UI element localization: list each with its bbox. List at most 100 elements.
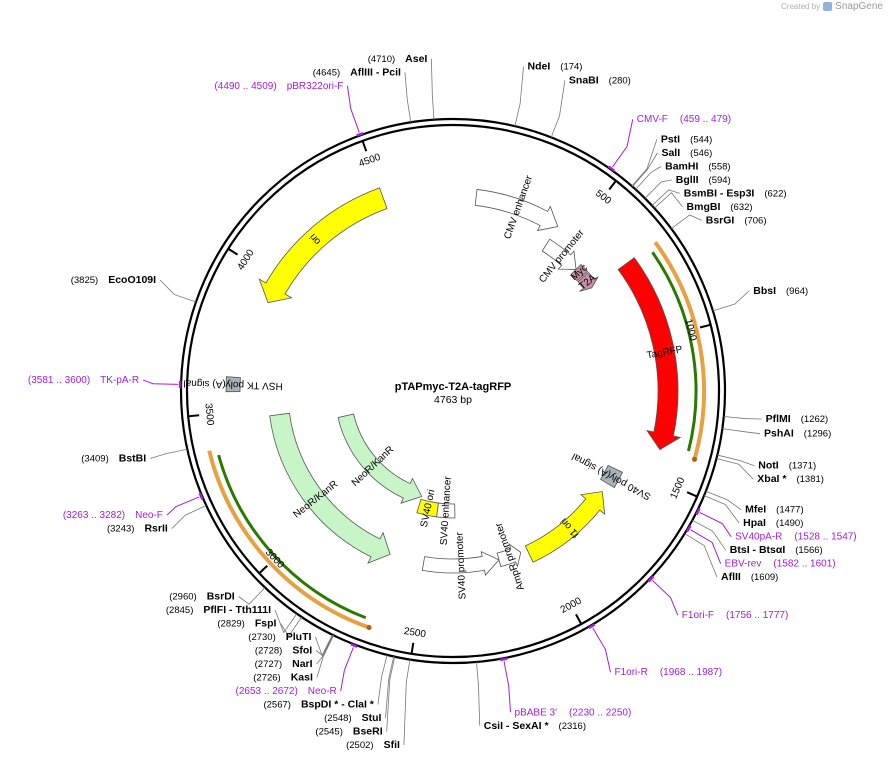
feature-sv40-promoter[interactable]: [421, 550, 500, 576]
site-label-fspi[interactable]: (2829)FspI: [217, 618, 276, 630]
primer-label-pbr322ori-f[interactable]: (4490 .. 4509)pBR322ori-F: [214, 81, 343, 92]
primer-label-ebv-rev[interactable]: EBV-rev(1582 .. 1601): [725, 559, 836, 570]
site-name: PflMI: [766, 413, 791, 425]
site-name: AflIII - PciI: [350, 66, 401, 78]
site-label-psti[interactable]: PstI(544): [661, 133, 712, 145]
site-label-csii[interactable]: CsiI - SexAI *(2316): [484, 720, 586, 732]
primer-site-cmv-f[interactable]: [607, 165, 615, 172]
site-label-noti[interactable]: NotI(1371): [758, 460, 816, 472]
site-label-afliii[interactable]: (4645)AflIII - PciI: [313, 66, 401, 78]
site-label-bsrdi[interactable]: (2960)BsrDI: [169, 591, 235, 603]
site-label-btsi[interactable]: BtsI - BtsαI(1566): [730, 544, 823, 556]
feature-f1-ori[interactable]: [524, 491, 606, 563]
site-label-xbai[interactable]: XbaI *(1381): [757, 473, 824, 485]
feature-sv40-ori[interactable]: [416, 498, 439, 518]
site-label-ndei[interactable]: NdeI(174): [528, 61, 583, 73]
feature-label-hsv-tk-poly-a-signal: HSV TK poly(A) signal: [183, 377, 283, 391]
site-label-bseri[interactable]: (2545)BseRI: [315, 726, 382, 738]
site-leader-line: [684, 533, 718, 578]
primer-site-pbabe-3[interactable]: [499, 657, 508, 662]
site-label-pshai[interactable]: PshAI(1296): [764, 428, 831, 440]
primer-site-neo-r[interactable]: [350, 643, 358, 648]
site-label-sfii[interactable]: (2502)SfiI: [346, 739, 400, 751]
site-label-bbsi[interactable]: BbsI(964): [753, 285, 808, 297]
site-label-hpai[interactable]: HpaI(1490): [743, 517, 803, 529]
site-leader-line: [476, 661, 481, 726]
primer-label-f1ori-r[interactable]: F1ori-R(1968 .. 1987): [615, 667, 723, 678]
primer-site-ebv-rev[interactable]: [685, 525, 692, 533]
site-position: (622): [764, 188, 786, 199]
site-label-sfoi[interactable]: (2728)SfoI: [255, 645, 312, 657]
orf-track-orange: [653, 241, 706, 460]
site-label-pflfi[interactable]: (2845)PflFI - Tth111I: [166, 604, 271, 616]
site-position: (1296): [804, 429, 831, 440]
site-position: (2845): [166, 605, 193, 616]
primer-label-sv40pa-r[interactable]: SV40pA-R(1528 .. 1547): [735, 532, 857, 543]
feature-neor-kanr[interactable]: [337, 413, 423, 504]
feature-cmv-enhancer[interactable]: [474, 188, 559, 232]
primer-range: (3263 .. 3282): [63, 510, 125, 521]
site-label-bmgbi[interactable]: BmgBI(632): [687, 201, 753, 213]
site-name: SalI: [661, 147, 680, 159]
site-name: AflII: [721, 571, 741, 583]
primer-label-neo-r[interactable]: (2653 .. 2672)Neo-R: [236, 686, 337, 697]
tick-mark: [258, 565, 268, 574]
feature-hsv-tk-poly-a-signal[interactable]: [225, 376, 241, 393]
primer-site-f1ori-r[interactable]: [588, 623, 596, 629]
feature-cmv-promoter[interactable]: [541, 238, 577, 270]
feature-ori[interactable]: [258, 187, 388, 304]
site-position: (2730): [248, 632, 275, 643]
site-label-aflii[interactable]: AflII(1609): [721, 571, 778, 583]
primer-label-cmv-f[interactable]: CMV-F(459 .. 479): [637, 114, 731, 125]
site-leader-line: [514, 66, 524, 127]
tick-mark: [410, 642, 415, 654]
site-label-bsmbi[interactable]: BsmBI - Esp3I(622): [684, 187, 787, 199]
site-label-bspdi[interactable]: (2567)BspDI * - ClaI *: [263, 699, 374, 711]
site-name: SfoI: [292, 645, 312, 657]
credit-brand: SnapGene: [835, 1, 883, 12]
site-label-stui[interactable]: (2548)StuI: [324, 712, 381, 724]
primer-label-neo-f[interactable]: (3263 .. 3282)Neo-F: [63, 510, 163, 521]
site-name: NotI: [758, 460, 778, 472]
site-label-kasi[interactable]: (2726)KasI: [253, 672, 313, 684]
primer-site-f1ori-f[interactable]: [647, 575, 655, 583]
feature-sv40-poly-a-signal[interactable]: [599, 464, 624, 489]
feature-myc[interactable]: [570, 263, 589, 282]
primer-range: (2230 .. 2250): [569, 707, 631, 718]
feature-neor-kanr[interactable]: [269, 412, 391, 564]
site-position: (2960): [169, 592, 196, 603]
primer-site-sv40pa-r[interactable]: [695, 507, 701, 516]
site-label-bamhi[interactable]: BamHI(558): [665, 160, 730, 172]
site-label-bglii[interactable]: BglII(594): [676, 174, 731, 186]
site-label-asei[interactable]: (4710)AseI: [368, 53, 428, 65]
site-label-ecoo109i[interactable]: (3825)EcoO109I: [71, 274, 156, 286]
site-position: (4710): [368, 54, 395, 65]
primer-site-pbr322ori-f[interactable]: [356, 132, 364, 137]
site-label-pluti[interactable]: (2730)PluTI: [248, 631, 311, 643]
site-leader-line: [722, 428, 761, 435]
site-leader-line: [430, 58, 435, 120]
tick-label: 4500: [357, 152, 382, 170]
primer-range: (1756 .. 1777): [726, 610, 788, 621]
feature-t2a[interactable]: [577, 271, 599, 292]
site-label-sali[interactable]: SalI (546): [661, 147, 712, 159]
site-position: (546): [690, 148, 712, 159]
site-label-pflmi[interactable]: PflMI (1262): [766, 413, 829, 425]
primer-range: (4490 .. 4509): [214, 81, 276, 92]
feature-tagrfp[interactable]: [617, 257, 682, 451]
primer-site-neo-f[interactable]: [198, 492, 204, 500]
primer-label-f1ori-f[interactable]: F1ori-F(1756 .. 1777): [682, 610, 789, 621]
primer-label-pbabe-3[interactable]: pBABE 3'(2230 .. 2250): [515, 707, 632, 718]
site-label-snabi[interactable]: SnaBI(280): [569, 74, 631, 86]
site-label-rsrii[interactable]: (3243)RsrII: [107, 523, 168, 535]
site-label-bsrgi[interactable]: BsrGI(706): [706, 214, 767, 226]
primer-label-tk-pa-r[interactable]: (3581 .. 3600)TK-pA-R: [28, 375, 139, 386]
tick-mark: [361, 140, 368, 152]
site-label-bstbi[interactable]: (3409)BstBI: [81, 453, 146, 465]
backbone-inner-strand: [185, 123, 721, 659]
site-label-mfei[interactable]: MfeI(1477): [745, 504, 803, 516]
site-label-nari[interactable]: (2727)NarI: [255, 658, 313, 670]
site-position: (1262): [801, 414, 828, 425]
site-name: BtsI - BtsαI: [730, 544, 786, 556]
